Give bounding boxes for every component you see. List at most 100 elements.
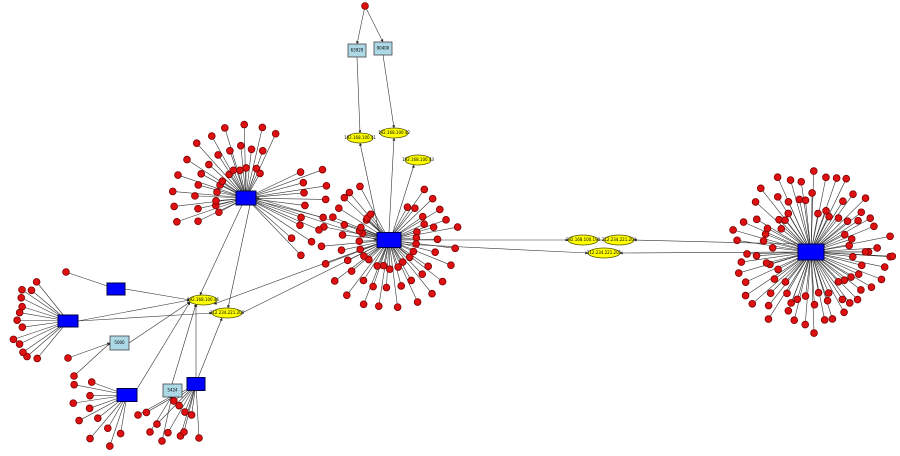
leaf-node <box>19 348 27 357</box>
leaf-node <box>405 253 414 262</box>
graph-edge <box>790 179 812 253</box>
leaf-node <box>335 204 343 212</box>
graph-edge <box>36 281 69 322</box>
leaf-node <box>62 268 70 276</box>
graph-edge <box>356 5 366 45</box>
leaf-node <box>842 174 851 183</box>
leaf-node <box>170 397 178 405</box>
leaf-node <box>116 429 125 438</box>
leaf-node <box>158 437 166 445</box>
leaf-node <box>345 188 354 197</box>
leaf-node <box>27 286 36 295</box>
leaf-node <box>317 242 326 251</box>
leaf-node <box>737 258 746 266</box>
ellipse-node-left-a: 192.168.100.46 <box>187 294 219 306</box>
graph-edge <box>196 143 247 199</box>
ellipse-node-label: 192.168.100.42 <box>378 130 410 135</box>
leaf-node <box>347 267 356 275</box>
leaf-node <box>191 192 199 200</box>
leaf-node <box>748 300 757 308</box>
leaf-node <box>319 213 327 222</box>
leaf-node <box>360 252 368 260</box>
leaf-node <box>823 296 832 305</box>
leaf-node <box>64 354 72 362</box>
graph-edge <box>810 251 833 320</box>
leaf-node <box>770 275 779 283</box>
leaf-node <box>849 190 857 198</box>
edge-layer <box>13 5 893 447</box>
leaf-node <box>843 217 852 225</box>
leaf-node <box>70 380 78 389</box>
graph-edge <box>239 245 378 315</box>
graph-edge <box>777 177 812 253</box>
leaf-node <box>786 176 795 184</box>
graph-edge <box>194 383 200 439</box>
leaf-node <box>809 167 818 175</box>
leaf-node <box>834 277 843 286</box>
leaf-node <box>870 222 878 231</box>
leaf-node <box>17 293 26 302</box>
leaf-node <box>18 302 26 311</box>
leaf-node <box>866 214 875 223</box>
leaf-node <box>764 315 773 323</box>
graph-edge <box>77 311 213 322</box>
leaf-node <box>343 291 351 300</box>
leaf-node <box>213 188 221 196</box>
leaf-node <box>429 223 438 232</box>
leaf-node <box>9 335 18 344</box>
leaf-node <box>194 181 203 189</box>
graph-edge <box>245 150 264 199</box>
leaf-node <box>808 189 816 197</box>
leaf-node <box>321 195 330 204</box>
leaf-node <box>810 300 819 309</box>
leaf-node <box>784 306 793 315</box>
leaf-node <box>766 289 775 298</box>
leaf-node <box>840 308 848 317</box>
leaf-node <box>104 424 112 433</box>
leaf-node <box>867 283 876 291</box>
leaf-node <box>418 270 427 279</box>
leaf-node <box>413 298 422 306</box>
hub-node <box>797 243 825 261</box>
graph-edge <box>161 395 173 442</box>
leaf-node <box>13 316 21 325</box>
graph-edge <box>400 243 589 255</box>
leaf-node <box>886 232 894 241</box>
leaf-node <box>442 216 450 224</box>
leaf-node <box>242 164 250 172</box>
graph-edge <box>136 301 191 390</box>
ellipse-node-right-a: 192.168.100.190 <box>566 234 601 246</box>
graph-edge <box>245 127 263 199</box>
leaf-node <box>329 213 337 221</box>
leaf-node <box>828 315 837 323</box>
leaf-node <box>752 251 761 260</box>
graph-edge <box>619 251 799 255</box>
leaf-node <box>374 302 383 310</box>
leaf-node <box>373 262 382 270</box>
leaf-node <box>338 231 347 239</box>
node-layer: 63929 90400 5000 5424 192.168.100.41 192… <box>9 2 897 450</box>
ellipse-node-label: 212.234.221.200 <box>210 310 245 315</box>
leaf-node <box>801 320 810 329</box>
leaf-node <box>854 216 862 225</box>
graph-edge <box>382 54 396 129</box>
leaf-node <box>379 261 388 270</box>
ellipse-node-label: 212.234.221.204 <box>602 237 637 242</box>
leaf-node <box>418 212 427 221</box>
leaf-node <box>207 132 216 140</box>
leaf-node <box>428 289 436 298</box>
graph-edge <box>388 189 425 241</box>
leaf-node <box>741 278 750 286</box>
leaf-node <box>18 323 27 332</box>
leaf-node <box>797 177 806 186</box>
leaf-node <box>366 210 375 219</box>
leaf-node <box>888 252 897 261</box>
leaf-node <box>153 420 161 428</box>
leaf-node <box>832 174 841 182</box>
leaf-node <box>783 289 791 298</box>
leaf-node <box>840 230 849 239</box>
leaf-node <box>409 247 418 256</box>
graph-edge <box>810 251 845 313</box>
leaf-node <box>359 276 368 285</box>
hub-node <box>235 190 257 206</box>
